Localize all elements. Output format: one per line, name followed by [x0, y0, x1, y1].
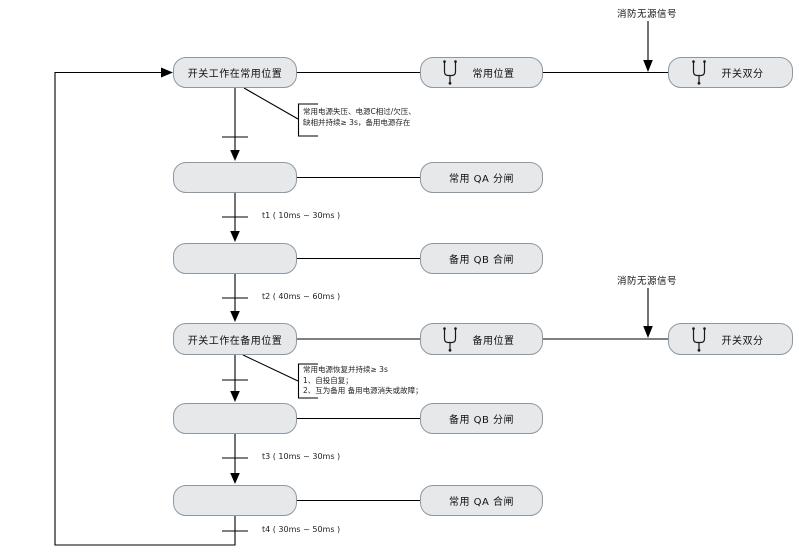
- node-label: 开关工作在常用位置: [187, 69, 283, 80]
- node-label: 常用位置: [472, 69, 515, 80]
- transfer-switch-icon: [439, 326, 461, 353]
- fire-signal-label-bottom: 消防无源信号: [617, 276, 678, 287]
- timer-t1-label: t1 ( 10ms ~ 30ms ): [262, 211, 341, 220]
- note-line: 缺相并持续≥ 3s，备用电源存在: [303, 118, 411, 127]
- node-step-empty-1: [173, 162, 297, 193]
- transfer-switch-icon: [439, 59, 461, 86]
- arrow-into-first-box: [161, 67, 173, 78]
- node-switch-double-open-top: 开关双分: [668, 57, 793, 88]
- note-transfer-to-backup: 常用电源失压、电源C相过/欠压、 缺相并持续≥ 3s，备用电源存在: [303, 106, 416, 128]
- node-normal-qa-close: 常用 QA 合闸: [420, 485, 543, 516]
- node-label: 备用位置: [472, 335, 515, 347]
- transfer-switch-icon: [688, 326, 710, 353]
- note-line: 1、自投自复；: [303, 375, 353, 385]
- note-line: 2、互为备用 备用电源消失或故障；: [303, 386, 423, 395]
- arrow-step-3: [230, 311, 240, 322]
- timer-t4-label: t4 ( 30ms ~ 50ms ): [262, 525, 341, 534]
- node-normal-position: 常用位置: [420, 57, 543, 88]
- transfer-switch-icon: [688, 59, 710, 86]
- node-normal-qa-open: 常用 QA 分闸: [420, 162, 543, 193]
- note1-leader: [243, 87, 299, 120]
- node-label: 开关双分: [721, 335, 764, 347]
- node-step-empty-4: [173, 485, 297, 516]
- arrow-fire-bottom: [643, 326, 653, 338]
- arrow-step-5: [230, 473, 240, 484]
- arrow-step-2: [230, 231, 240, 242]
- node-backup-qb-close: 备用 QB 合闸: [420, 243, 543, 274]
- note-line: 常用电源恢复并持续≥ 3s: [303, 365, 388, 374]
- node-switch-at-normal: 开关工作在常用位置: [173, 57, 297, 88]
- node-label: 常用 QA 合闸: [448, 497, 515, 508]
- node-backup-qb-open: 备用 QB 分闸: [420, 403, 543, 434]
- node-label: 开关双分: [721, 69, 764, 80]
- feedback-loop-line: [54, 71, 236, 546]
- arrow-step-4: [230, 391, 240, 402]
- note2-leader: [242, 354, 299, 382]
- node-step-empty-2: [173, 243, 297, 274]
- node-step-empty-3: [173, 403, 297, 434]
- node-label: 常用 QA 分闸: [448, 174, 515, 185]
- arrow-step-1: [230, 150, 240, 161]
- node-label: 开关工作在备用位置: [187, 335, 283, 347]
- node-backup-position: 备用位置: [420, 323, 543, 355]
- timer-t3-label: t3 ( 10ms ~ 30ms ): [262, 452, 341, 461]
- timer-t2-label: t2 ( 40ms ~ 60ms ): [262, 292, 341, 301]
- note-line: 常用电源失压、电源C相过/欠压、: [303, 107, 416, 116]
- note-transfer-to-normal: 常用电源恢复并持续≥ 3s 1、自投自复； 2、互为备用 备用电源消失或故障；: [303, 365, 423, 397]
- node-label: 备用 QB 合闸: [448, 255, 515, 266]
- node-label: 备用 QB 分闸: [448, 415, 515, 426]
- node-switch-at-backup: 开关工作在备用位置: [173, 323, 297, 355]
- node-switch-double-open-bottom: 开关双分: [668, 323, 793, 355]
- fire-signal-label-top: 消防无源信号: [617, 9, 678, 20]
- arrow-fire-top: [643, 60, 653, 72]
